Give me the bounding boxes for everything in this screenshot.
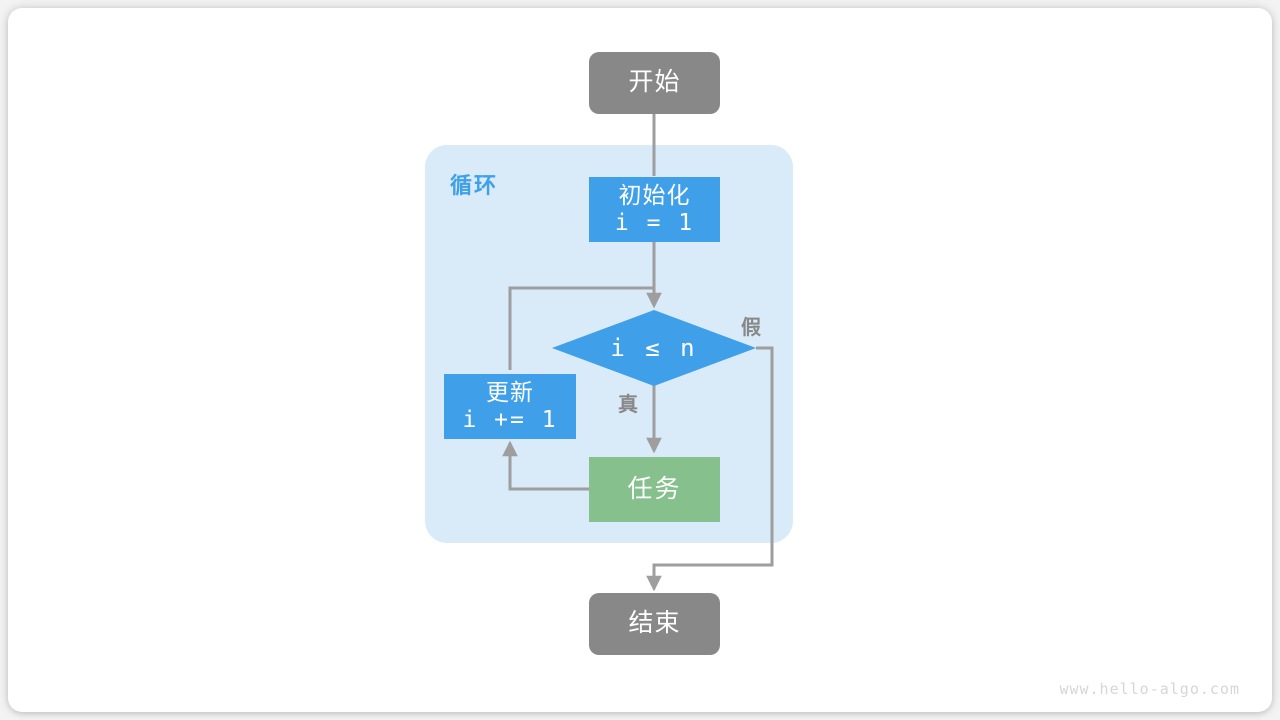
node-condition-expression: i ≤ n	[610, 334, 698, 362]
edge-label-false: 假	[741, 317, 761, 339]
node-init-expression: i = 1	[614, 209, 695, 236]
node-init-title: 初始化	[618, 182, 691, 209]
edge-label-true: 真	[618, 394, 638, 416]
edge-task-to-update	[502, 440, 589, 491]
node-task-label: 任务	[627, 474, 682, 503]
node-start-label: 开始	[628, 68, 681, 97]
site-watermark: www.hello-algo.com	[1059, 680, 1240, 698]
node-update[interactable]: 更新 i += 1	[444, 374, 576, 439]
node-condition[interactable]: i ≤ n	[553, 312, 755, 384]
node-init[interactable]: 初始化 i = 1	[589, 177, 720, 242]
edge-update-to-condition	[508, 286, 654, 370]
node-end[interactable]: 结束	[589, 593, 720, 655]
node-end-label: 结束	[628, 609, 681, 638]
loop-container-label: 循环	[450, 173, 499, 198]
node-update-expression: i += 1	[462, 406, 558, 433]
node-start[interactable]: 开始	[589, 52, 720, 114]
condition-diamond-shape	[552, 310, 756, 386]
node-update-title: 更新	[486, 379, 534, 406]
node-task[interactable]: 任务	[589, 457, 720, 522]
edge-condition-false-to-end	[646, 346, 774, 592]
